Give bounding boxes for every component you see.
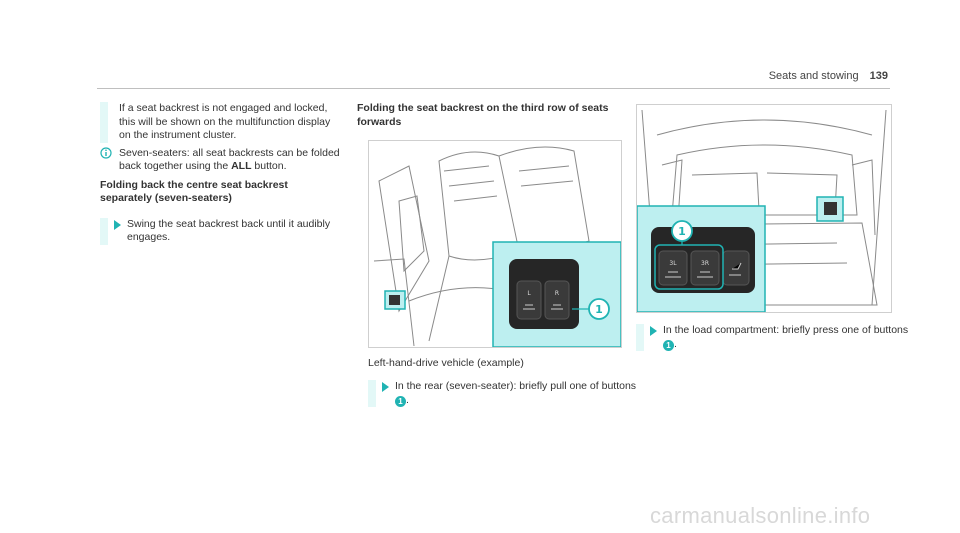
figure-caption: Left-hand-drive vehicle (example) — [368, 357, 524, 369]
info-icon — [100, 146, 112, 159]
callout-circle — [588, 298, 610, 320]
button-label-l: L — [527, 290, 531, 297]
seat-fold-all-icon — [729, 262, 742, 276]
callout-badge: 1 — [663, 339, 674, 351]
header-rule — [97, 88, 890, 89]
watermark: carmanualsonline.info — [650, 503, 871, 528]
button-label-r: R — [555, 290, 559, 297]
note-bold: ALL — [231, 160, 252, 172]
step-end: . — [674, 337, 677, 350]
column-2: Folding the seat backrest on the third r… — [357, 102, 619, 141]
step-text: Swing the seat backrest back until it au… — [127, 217, 331, 244]
callout-circle — [671, 220, 693, 242]
callout-number: 1 — [595, 303, 603, 316]
arrow-icon — [114, 219, 121, 230]
callout-badge: 1 — [395, 395, 406, 407]
button-3r — [690, 250, 720, 286]
figure-seat-buttons: L R 1 — [368, 140, 622, 348]
step-end: . — [406, 393, 409, 406]
note-text-start: Seven-seaters: all seat backrests can be… — [119, 146, 340, 173]
button-right — [544, 280, 570, 320]
button-group-highlight — [654, 244, 724, 290]
note-text-end: button. — [251, 160, 287, 172]
section-title: Seats and stowing — [768, 70, 859, 82]
page-number: 139 — [869, 70, 888, 82]
figure-load-compartment: 3L 3R 1 — [636, 104, 892, 313]
section-heading-centre: Folding back the centre seat backrest se… — [100, 178, 288, 205]
step-text: In the load compartment: briefly press o… — [663, 324, 909, 336]
step-text: In the rear (seven-seater): briefly pull… — [395, 380, 637, 392]
seat-fold-icon — [665, 271, 681, 278]
button-locator-inner — [389, 295, 400, 305]
button-label-3l: 3L — [669, 260, 677, 267]
step-pull: In the rear (seven-seater): briefly pull… — [368, 380, 647, 407]
button-left — [516, 280, 542, 320]
button-label-3r: 3R — [701, 260, 709, 267]
section-heading-third-row: Folding the seat backrest on the third r… — [357, 102, 609, 128]
running-header: Seats and stowing 139 — [769, 70, 888, 82]
step-item: Swing the seat backrest back until it au… — [100, 217, 340, 245]
seat-fold-icon — [551, 304, 563, 310]
callout-number: 1 — [678, 225, 686, 238]
seat-fold-icon — [697, 271, 713, 278]
arrow-icon — [650, 326, 657, 336]
seat-illustration: L R 1 — [373, 146, 621, 347]
button-3l — [658, 250, 688, 286]
intro-paragraph: If a seat backrest is not engaged and lo… — [100, 102, 340, 143]
arrow-icon — [382, 382, 389, 392]
step-press: In the load compartment: briefly press o… — [636, 324, 917, 351]
load-compartment-illustration: 3L 3R 1 — [637, 109, 887, 312]
seat-fold-icon — [523, 304, 535, 310]
note-row: Seven-seaters: all seat backrests can be… — [100, 147, 340, 174]
column-1: If a seat backrest is not engaged and lo… — [100, 102, 340, 245]
button-locator-inner — [824, 202, 837, 215]
